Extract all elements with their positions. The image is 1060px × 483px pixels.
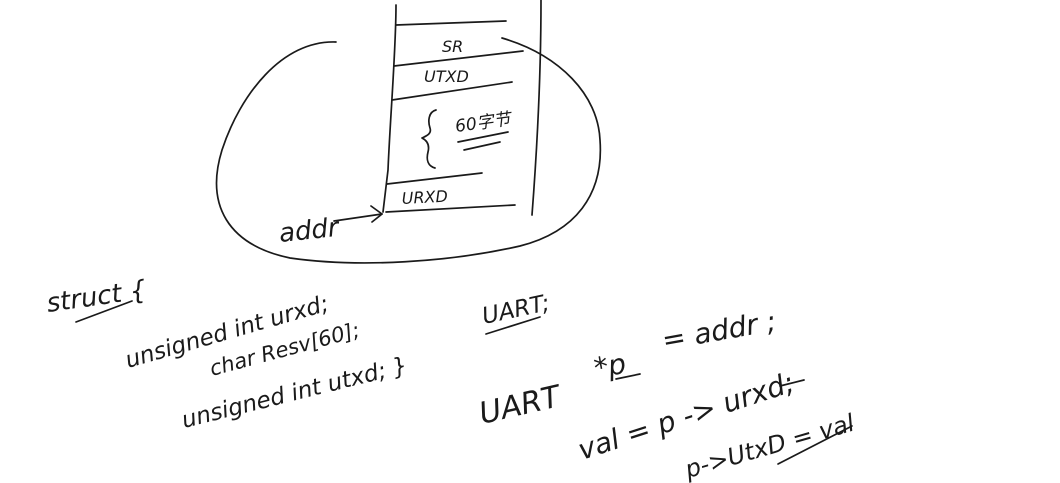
pointer-star-p: *p: [591, 347, 628, 385]
pointer-underline: [615, 373, 641, 380]
struct-code: struct { unsigned int urxd; char Resv[60…: [45, 275, 552, 434]
addr-arrow-head-icon: [370, 205, 383, 223]
pointer-assign: = addr ;: [659, 304, 778, 356]
register-divider: [391, 81, 513, 101]
write-underline: [777, 425, 853, 465]
reserved-underline: [457, 131, 509, 143]
memory-region-ellipse: [215, 37, 602, 264]
register-column-left: [382, 4, 397, 213]
register-label-urxd: URXD: [401, 187, 448, 208]
register-label-sr: SR: [442, 37, 463, 56]
register-divider: [386, 172, 483, 185]
register-divider: [385, 204, 516, 213]
usage-code: UART *p = addr ; val = p -> urxd; p->Utx…: [476, 304, 858, 483]
register-divider: [393, 50, 524, 67]
register-divider: [395, 20, 507, 26]
register-label-utxd: UTXD: [424, 67, 469, 86]
register-column-right: [531, 0, 542, 216]
xd-underline: [779, 379, 805, 387]
struct-underline: [75, 300, 133, 323]
memory-diagram: SR UTXD 60字节 URXD addr: [215, 0, 602, 264]
addr-label: addr: [278, 213, 343, 249]
reserved-brace-icon: [421, 109, 437, 169]
struct-name-underline: [485, 316, 541, 335]
pointer-type: UART: [476, 379, 566, 432]
addr-arrow: [333, 213, 383, 222]
struct-keyword: struct {: [45, 275, 148, 319]
reserved-underline: [463, 141, 501, 151]
